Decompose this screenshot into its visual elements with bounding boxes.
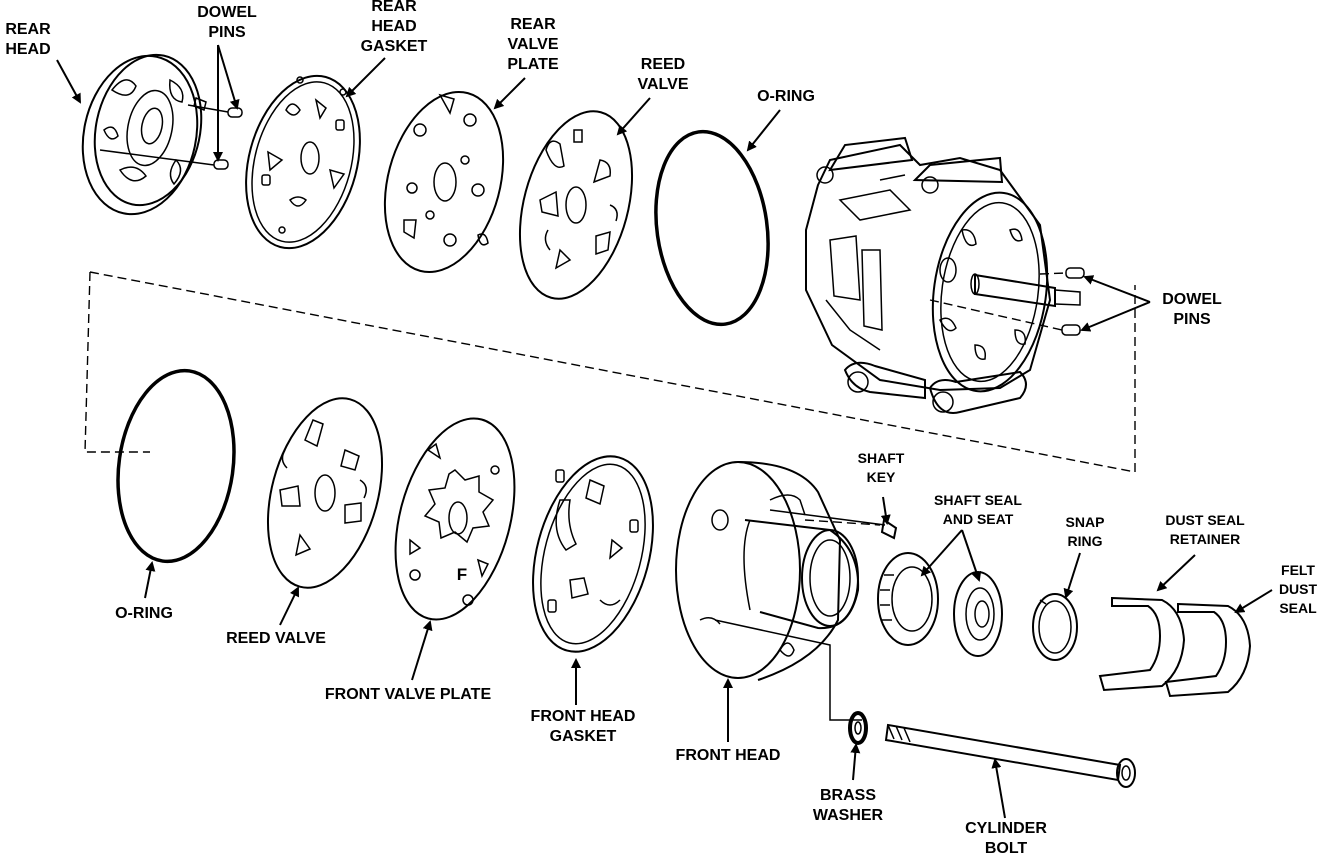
o-ring-bottom-part — [116, 368, 236, 564]
felt-dust-seal-part — [1164, 602, 1252, 698]
dowel-pins-right-part — [929, 267, 1085, 336]
leader-lines — [56, 44, 1273, 819]
dust-seal-retainer-part — [1098, 596, 1186, 692]
shaft-seal-and-seat-label: SHAFT SEAL AND SEAT — [934, 492, 1022, 527]
rear-head-part — [81, 53, 207, 216]
reed-valve-top-label: REED VALVE — [637, 56, 689, 93]
front-head-label: FRONT HEAD — [675, 747, 781, 764]
shaft-key-part — [880, 518, 898, 540]
front-head-part — [675, 461, 886, 681]
shaft-seal-and-seat-part — [877, 552, 1003, 657]
rear-head-gasket-part — [245, 74, 361, 250]
reed-valve-bottom-part — [266, 397, 384, 589]
cylinder-bolt-label: CYLINDER BOLT — [965, 820, 1047, 857]
front-valve-plate-label: FRONT VALVE PLATE — [324, 686, 492, 703]
snap-ring-part — [1032, 593, 1078, 661]
alignment-line-left — [84, 271, 150, 453]
snap-ring-label: SNAP RING — [1065, 514, 1105, 549]
o-ring-top-label: O-RING — [757, 88, 815, 105]
o-ring-top-part — [654, 129, 770, 327]
rear-valve-plate-part — [383, 90, 505, 274]
shaft-key-label: SHAFT KEY — [857, 450, 905, 485]
brass-washer-label: BRASS WASHER — [812, 787, 884, 824]
cylinder-bolt-part — [714, 619, 1136, 788]
rear-head-label: REAR HEAD — [5, 21, 51, 58]
felt-dust-seal-label: FELT DUST SEAL — [1278, 562, 1318, 616]
reed-valve-top-part — [518, 110, 634, 300]
dowel-pins-top-label: DOWEL PINS — [197, 4, 257, 41]
brass-washer-part — [848, 711, 868, 745]
alignment-line-right — [89, 271, 1136, 473]
front-valve-plate-part — [394, 417, 516, 621]
o-ring-bottom-label: O-RING — [115, 605, 173, 622]
rear-head-gasket-label: REAR HEAD GASKET — [360, 0, 428, 55]
dowel-pins-right-label: DOWEL PINS — [1162, 291, 1222, 328]
dust-seal-retainer-label: DUST SEAL RETAINER — [1165, 512, 1245, 547]
front-head-gasket-label: FRONT HEAD GASKET — [530, 708, 636, 745]
rear-valve-plate-label: REAR VALVE PLATE — [507, 16, 559, 73]
front-head-gasket-part — [532, 455, 654, 653]
reed-valve-bottom-label: REED VALVE — [226, 630, 326, 647]
compressor-body-part — [805, 136, 1081, 414]
plate-mark-label: F — [457, 565, 467, 584]
